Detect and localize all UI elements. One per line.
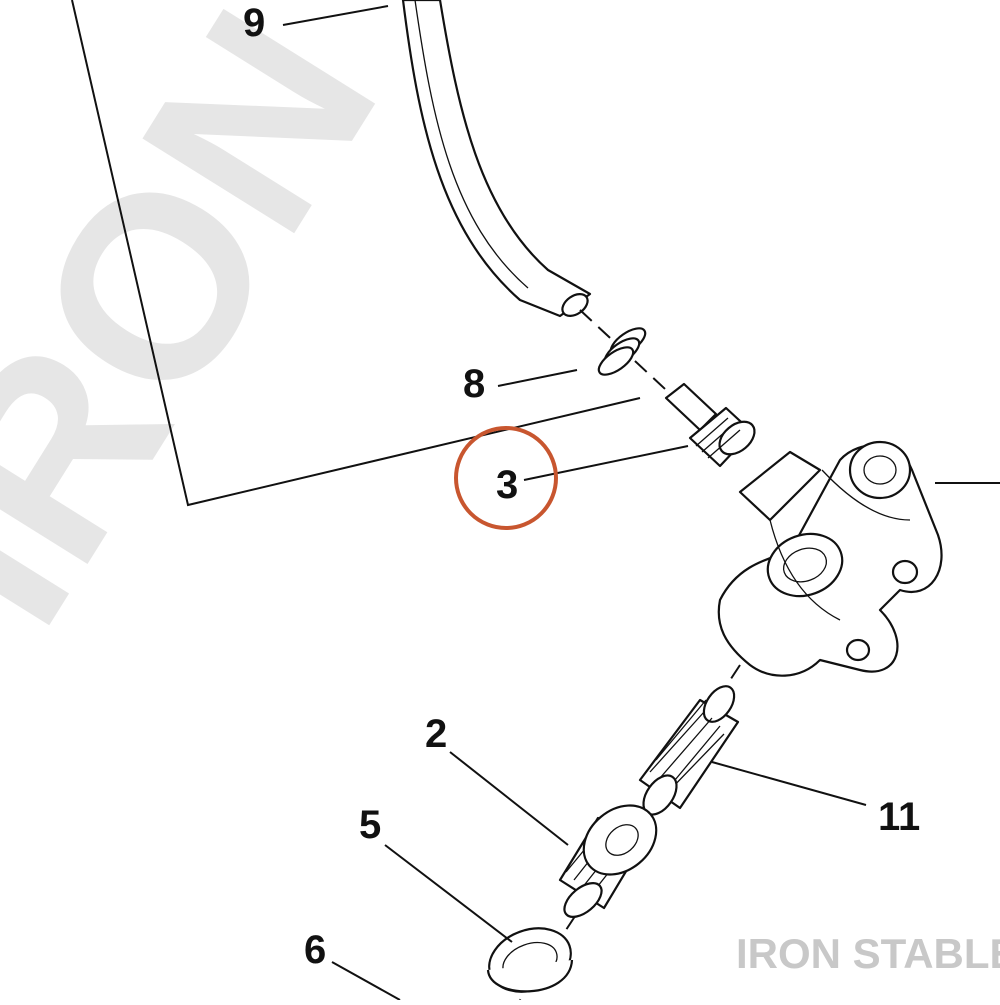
brand-logo-text: IRON STABLE	[736, 930, 1000, 977]
barbed-fitting-part	[664, 382, 756, 468]
piston-part	[558, 804, 658, 918]
highlight-circle	[454, 426, 558, 530]
master-cylinder-body	[717, 440, 943, 677]
spring-clip-part	[597, 327, 647, 376]
leader-line-2	[449, 751, 569, 846]
callout-3: 3	[496, 463, 518, 507]
seal-cup-part	[486, 927, 574, 993]
piston-spring-part	[638, 685, 740, 816]
callout-11: 11	[878, 795, 920, 839]
callout-9: 9	[243, 1, 265, 45]
leader-line-3	[523, 445, 689, 481]
leader-line-11	[711, 761, 867, 806]
leader-line-8	[497, 369, 578, 387]
hose-part	[401, 0, 592, 318]
frame-outline	[71, 0, 641, 507]
leader-line-6	[331, 961, 401, 1001]
callout-2: 2	[425, 712, 447, 756]
leader-line-5	[384, 844, 513, 943]
callout-6: 6	[304, 928, 326, 972]
callout-8: 8	[463, 362, 485, 406]
leader-line-9	[282, 5, 389, 26]
callout-5: 5	[359, 803, 381, 847]
